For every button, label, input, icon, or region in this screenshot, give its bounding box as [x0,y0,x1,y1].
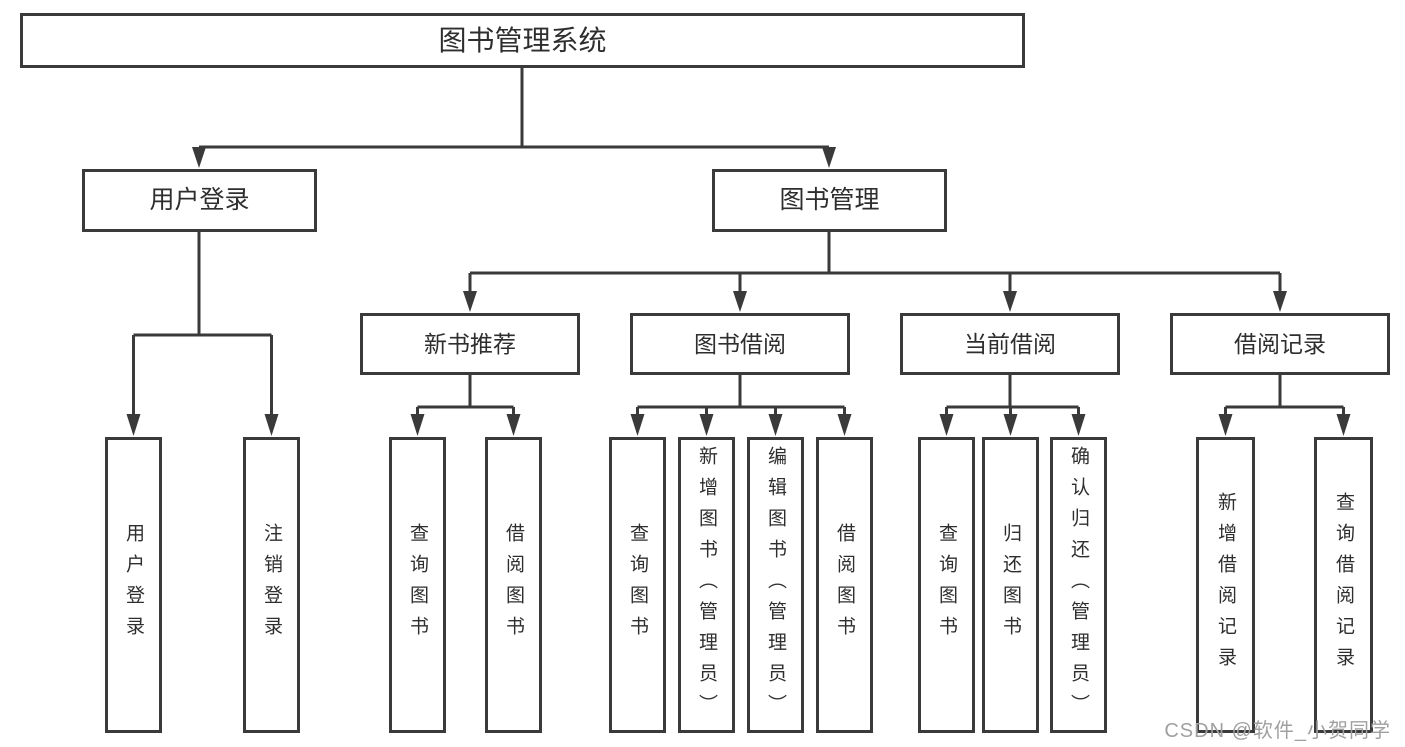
node-label: 图书借阅 [694,330,786,357]
node-label: 注销登录 [261,523,282,647]
node-book-management: 图书管理 [712,169,947,232]
leaf-query-borrow-record: 查询借阅记录 [1314,437,1373,733]
leaf-logout: 注销登录 [243,437,300,733]
leaf-add-borrow-record: 新增借阅记录 [1196,437,1255,733]
node-new-book-recommend: 新书推荐 [360,313,580,375]
leaf-query-books-recommend: 查询图书 [389,437,446,733]
leaf-add-books-admin: 新增图书（管理员） [678,437,735,733]
node-label: 查询借阅记录 [1333,492,1354,678]
node-label: 用户登录 [149,186,250,214]
node-book-borrowing: 图书借阅 [630,313,850,375]
node-label: 归还图书 [1000,523,1021,647]
node-borrowing-records: 借阅记录 [1170,313,1390,375]
leaf-return-books: 归还图书 [982,437,1039,733]
node-label: 借阅记录 [1234,330,1326,357]
csdn-watermark: CSDN @软件_小贺同学 [1164,720,1391,742]
node-label: 新增图书（管理员） [696,445,717,725]
node-label: 确认归还（管理员） [1068,445,1089,725]
leaf-query-books-borrowing: 查询图书 [609,437,666,733]
node-label: 借阅图书 [503,523,524,647]
leaf-query-books-current: 查询图书 [918,437,975,733]
leaf-edit-books-admin: 编辑图书（管理员） [747,437,804,733]
node-user-login-group: 用户登录 [82,169,317,232]
node-label: 当前借阅 [964,330,1056,357]
node-label: 编辑图书（管理员） [765,445,786,725]
leaf-borrow-books-recommend: 借阅图书 [485,437,542,733]
node-current-borrowing: 当前借阅 [900,313,1120,375]
node-label: 查询图书 [627,523,648,647]
node-label: 用户登录 [123,523,144,647]
leaf-borrow-books: 借阅图书 [816,437,873,733]
node-label: 新书推荐 [424,330,516,357]
leaf-confirm-return-admin: 确认归还（管理员） [1050,437,1107,733]
node-label: 借阅图书 [834,523,855,647]
leaf-user-login: 用户登录 [105,437,162,733]
node-label: 查询图书 [407,523,428,647]
node-label: 新增借阅记录 [1215,492,1236,678]
node-label: 图书管理 [779,186,880,214]
node-label: 图书管理系统 [438,24,607,56]
node-library-management-system: 图书管理系统 [20,13,1025,68]
node-label: 查询图书 [936,523,957,647]
